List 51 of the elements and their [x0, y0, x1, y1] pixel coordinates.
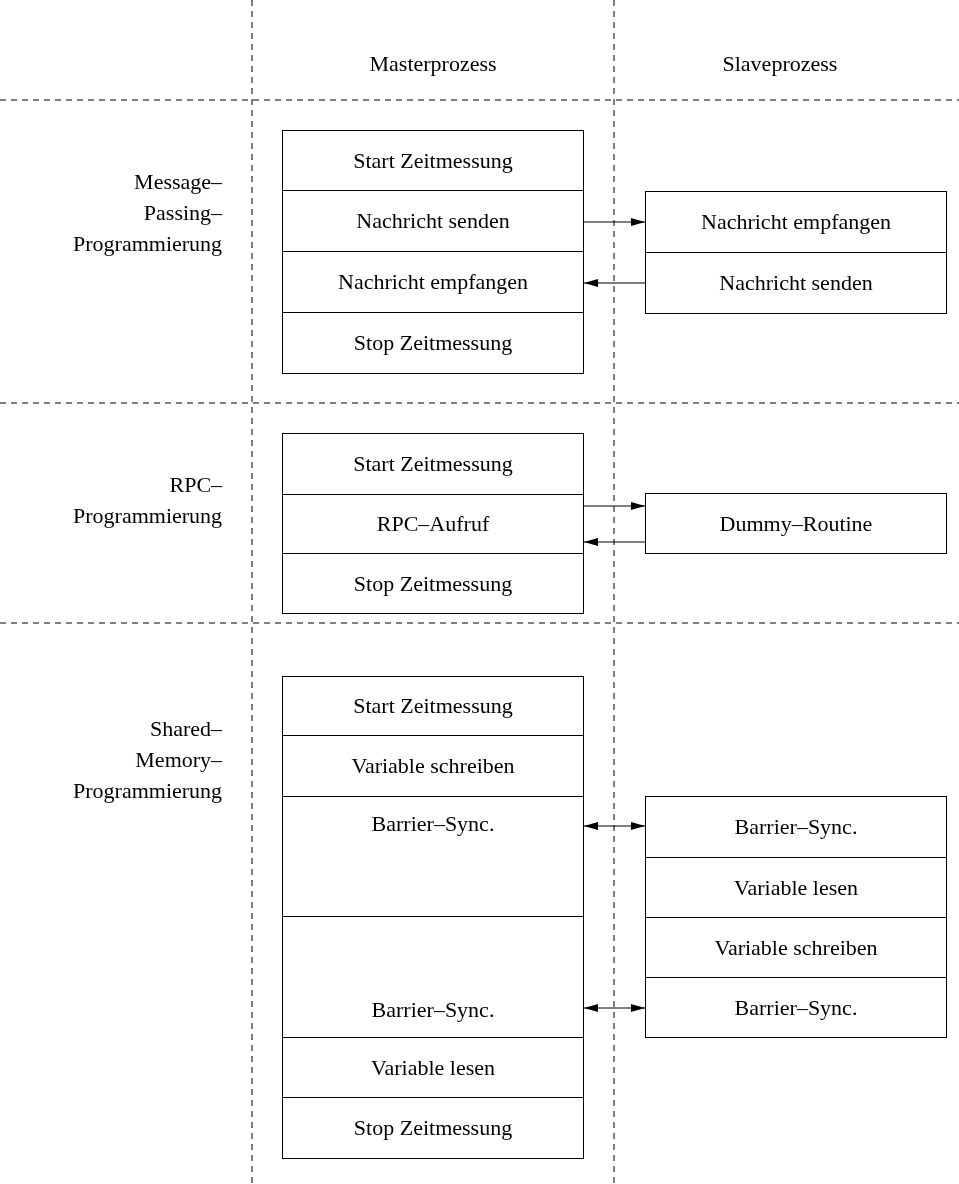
step-box: [645, 857, 947, 918]
step-text: Variable lesen: [734, 874, 858, 901]
step-box: [282, 251, 584, 313]
step-text: Stop Zeitmessung: [353, 1115, 513, 1141]
step-box: [282, 676, 584, 736]
step-text: Start Zeitmessung: [353, 693, 513, 719]
double-arrow: [583, 1004, 646, 1012]
step-text: Variable schreiben: [351, 753, 515, 779]
arrow: [583, 538, 646, 546]
step-box: [645, 917, 947, 978]
double-arrow: [583, 822, 646, 830]
row-label: RPC– Programmierung: [73, 471, 223, 530]
step-text: Barrier–Sync.: [734, 994, 858, 1021]
step-box: [645, 977, 947, 1038]
step-text: Nachricht empfangen: [338, 269, 528, 295]
step-box: [645, 252, 947, 314]
step-text: Barrier–Sync.: [371, 997, 495, 1023]
step-text: Barrier–Sync.: [734, 814, 858, 840]
step-text: Variable schreiben: [714, 934, 878, 961]
step-text: Stop Zeitmessung: [353, 570, 513, 597]
step-text: Variable lesen: [371, 1054, 495, 1081]
column-header: Slaveprozess: [722, 50, 838, 78]
arrow: [583, 502, 646, 510]
step-box: [282, 312, 584, 374]
step-text: Stop Zeitmessung: [353, 330, 513, 356]
step-box: [282, 916, 584, 1038]
step-box: [282, 190, 584, 252]
step-text: RPC–Aufruf: [376, 511, 490, 537]
step-box: [282, 553, 584, 614]
step-box: [645, 493, 947, 554]
step-box: [282, 130, 584, 191]
step-box: [282, 735, 584, 797]
column-header: Masterprozess: [369, 50, 497, 78]
step-text: Start Zeitmessung: [353, 147, 513, 174]
step-box: [645, 796, 947, 858]
step-box: [282, 1097, 584, 1159]
step-box: [282, 433, 584, 495]
step-box: [282, 1037, 584, 1098]
step-text: Start Zeitmessung: [353, 451, 513, 477]
step-text: Dummy–Routine: [719, 510, 873, 537]
row-label: Shared– Memory– Programmierung: [73, 715, 223, 805]
arrow: [583, 218, 646, 226]
step-text: Nachricht senden: [356, 208, 510, 234]
arrow: [583, 279, 646, 287]
step-box: [282, 796, 584, 917]
step-text: Nachricht senden: [719, 270, 873, 296]
step-box: [282, 494, 584, 554]
row-label: Message– Passing– Programmierung: [73, 168, 223, 258]
step-text: Barrier–Sync.: [371, 811, 495, 837]
step-box: [645, 191, 947, 253]
step-text: Nachricht empfangen: [701, 209, 891, 235]
